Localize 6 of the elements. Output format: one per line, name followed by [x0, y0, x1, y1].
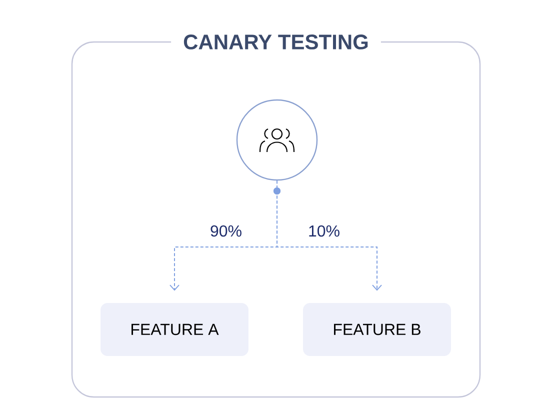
circle-node — [236, 99, 318, 181]
feature-box: FEATURE B — [303, 303, 451, 356]
arrow — [274, 180, 382, 291]
edge-label: 10% — [306, 223, 342, 239]
edge-label: 90% — [208, 223, 244, 239]
feature-box: FEATURE A — [100, 303, 248, 356]
